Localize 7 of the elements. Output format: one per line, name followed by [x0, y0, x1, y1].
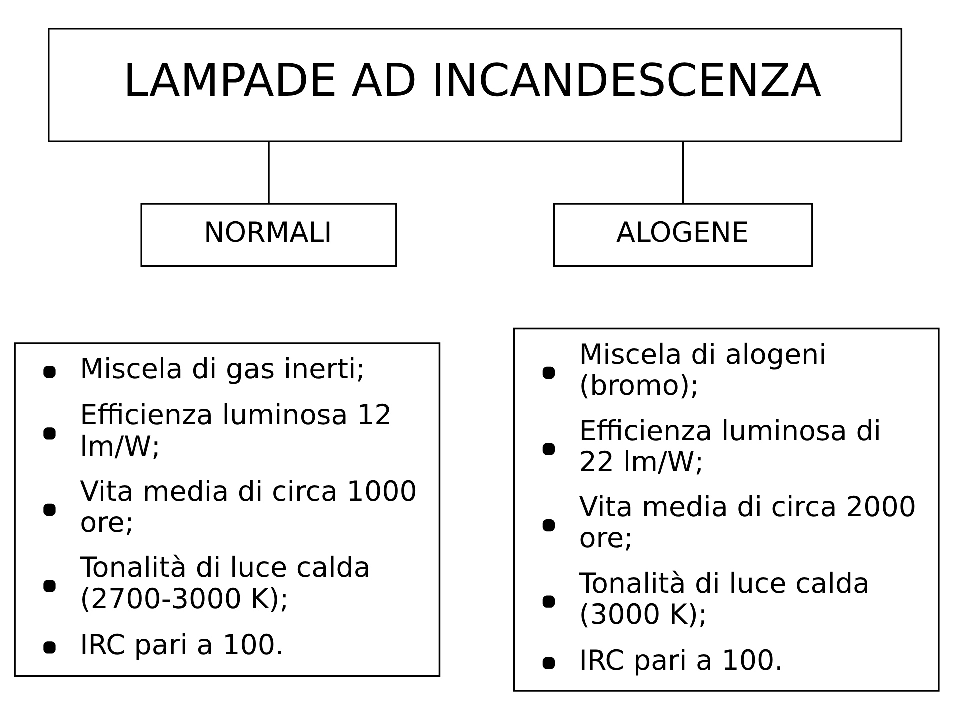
- node-box: ALOGENE: [553, 203, 814, 268]
- node-box: Miscela di alogeni (bromo); Efficienza luminosa di 22 lm/W; Vita media di circa 2000 ore; Tonalità di luce calda (3000 K); IRC pari a 100.: [513, 328, 940, 692]
- connector: [268, 142, 270, 204]
- node-box: NORMALI: [140, 203, 398, 268]
- connector: [682, 142, 684, 204]
- node-box: LAMPADE AD INCANDESCENZA: [48, 28, 903, 142]
- node-box: Miscela di gas inerti; Efficienza luminosa 12 lm/W; Vita media di circa 1000 ore; Tonalità di luce calda (2700-3000 K); IRC pari a 100.: [14, 342, 441, 678]
